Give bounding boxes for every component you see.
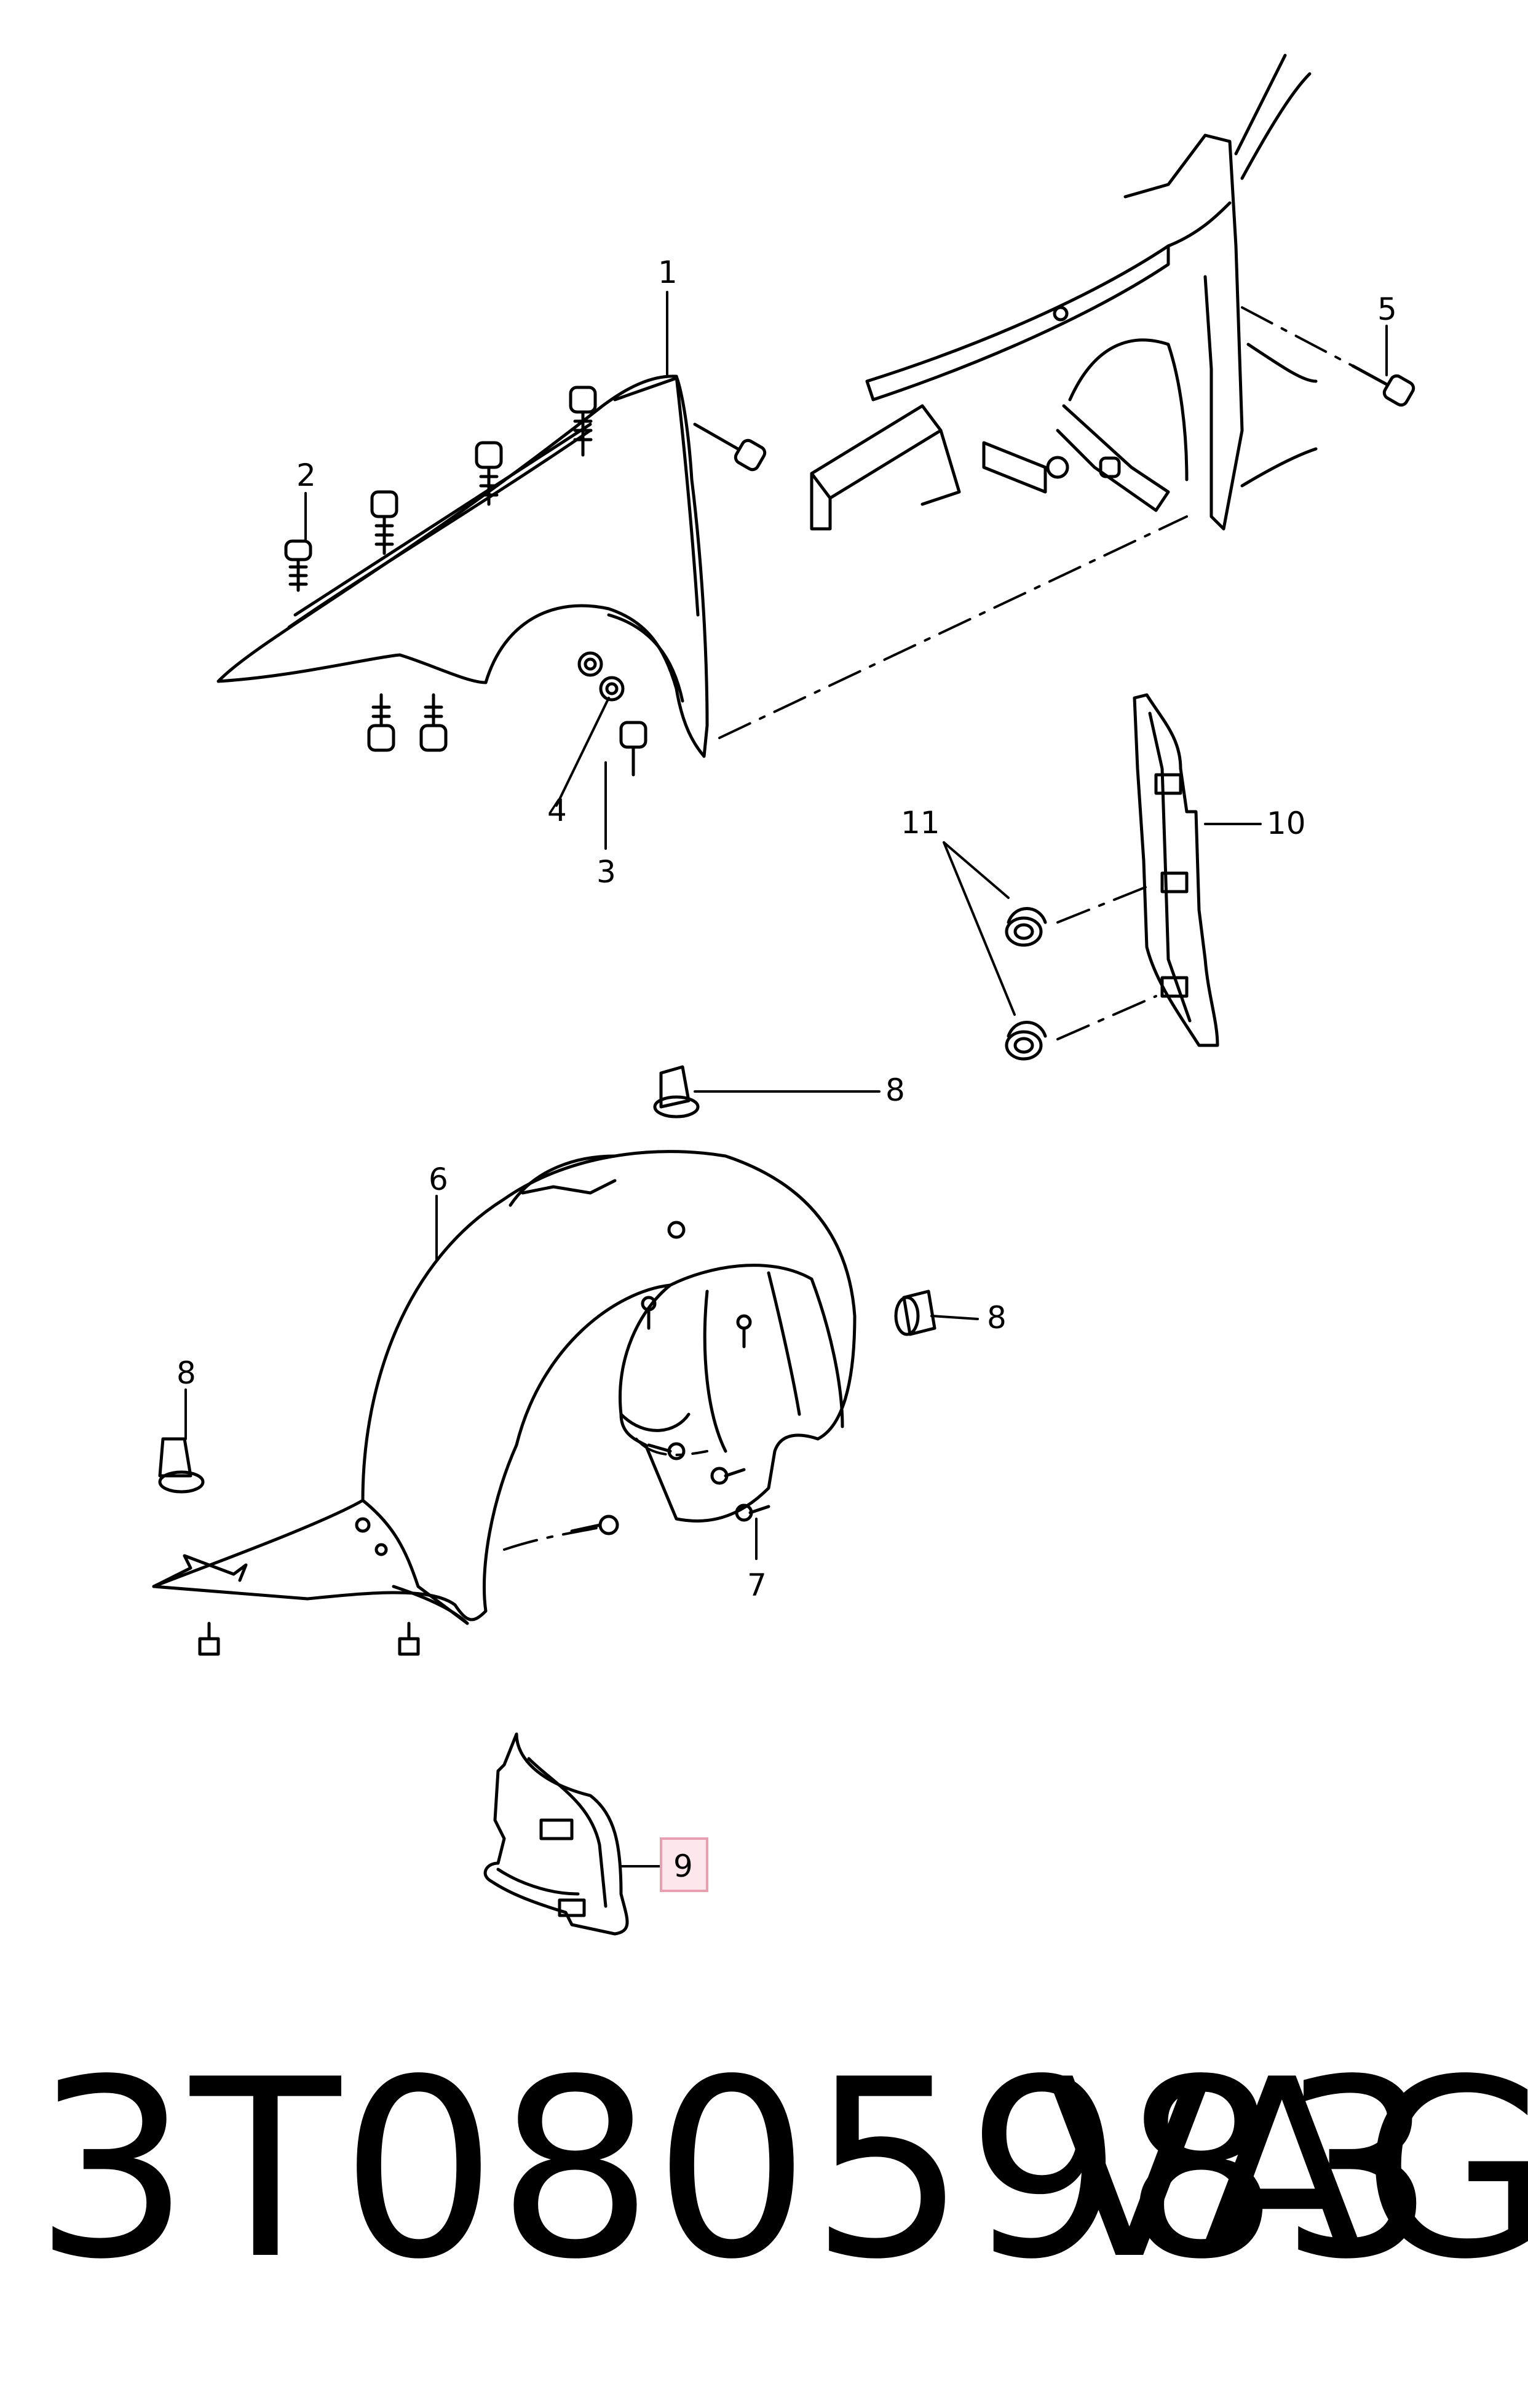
callout-1: 1 xyxy=(658,255,678,290)
bolt-icon xyxy=(367,693,395,752)
screw-icon xyxy=(641,1296,657,1330)
callout-6: 6 xyxy=(429,1162,448,1197)
screw-icon xyxy=(647,1442,686,1460)
screw-icon xyxy=(570,1515,619,1535)
screw-icon xyxy=(736,1314,752,1349)
bolt-icon xyxy=(1099,456,1121,478)
screw-icon xyxy=(398,1622,420,1656)
clip-icon xyxy=(653,1065,700,1119)
bolt-icon xyxy=(475,441,503,506)
callout-4: 4 xyxy=(547,793,567,828)
clip-icon xyxy=(158,1437,205,1494)
callout-3: 3 xyxy=(596,854,616,890)
nut-icon xyxy=(577,651,603,677)
bolt-icon xyxy=(284,539,312,592)
bolt-icon xyxy=(569,386,597,457)
bolt-icon xyxy=(370,490,398,555)
grommet-icon xyxy=(1005,907,1047,947)
callout-9-highlight xyxy=(660,1837,708,1892)
leader-lines xyxy=(184,291,1388,1867)
fender-bolts xyxy=(284,364,1415,777)
clip-icon xyxy=(894,1289,936,1336)
callout-5: 5 xyxy=(1377,291,1397,327)
brand-name: VAG xyxy=(1045,2027,1528,2313)
callout-8-top: 8 xyxy=(885,1072,905,1108)
part-number: 3T0805983 xyxy=(34,2027,1436,2313)
callout-8-right: 8 xyxy=(987,1300,1007,1336)
screw-icon xyxy=(735,1503,770,1522)
callout-7: 7 xyxy=(747,1567,767,1603)
callout-9: 9 xyxy=(673,1848,693,1884)
wheel-arch-liner xyxy=(152,1065,936,1656)
grommet-icon xyxy=(1005,1021,1047,1061)
bolt-icon xyxy=(1351,364,1415,407)
seal xyxy=(483,1732,629,1936)
callout-10: 10 xyxy=(1267,806,1306,841)
bolt-icon xyxy=(419,693,448,752)
callout-8-left: 8 xyxy=(176,1355,196,1391)
bracket xyxy=(1005,693,1219,1061)
nut-icon xyxy=(599,676,625,702)
callout-11: 11 xyxy=(901,805,940,841)
bolt-icon xyxy=(693,422,767,472)
callout-labels: 1 2 3 4 5 6 7 8 8 8 9 10 11 xyxy=(176,255,1397,1892)
screw-icon xyxy=(710,1467,746,1485)
screw-icon xyxy=(198,1622,220,1656)
bolt-icon xyxy=(619,721,647,777)
callout-2: 2 xyxy=(296,457,316,493)
body-structure xyxy=(810,53,1318,531)
